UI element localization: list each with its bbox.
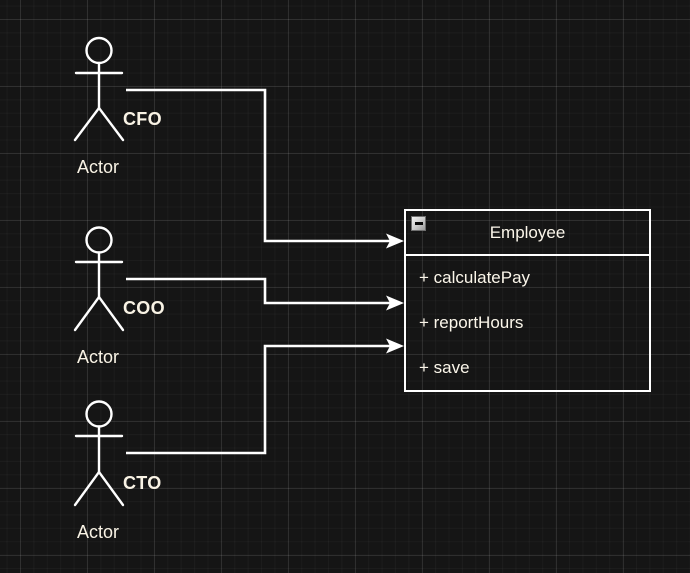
actor-head: [85, 36, 113, 65]
arrowhead-icon: [386, 338, 404, 354]
actor-legs: [73, 106, 125, 142]
connector-line: [126, 88, 390, 243]
class-title: Employee: [489, 222, 566, 242]
connector-line: [126, 344, 390, 455]
actor-figure-coo[interactable]: [73, 226, 125, 332]
collapse-button[interactable]: [411, 216, 426, 231]
actor-type-coo: Actor: [77, 347, 120, 367]
connector-coo-employee[interactable]: [126, 277, 404, 311]
arrowhead-icon: [386, 295, 404, 311]
connector-cto-employee[interactable]: [126, 338, 404, 455]
actor-legs: [73, 469, 125, 507]
actor-head: [85, 226, 113, 254]
method-row-reporthours[interactable]: + reportHours: [419, 313, 524, 332]
actor-name-cfo: CFO: [123, 109, 162, 129]
connector-line: [126, 277, 390, 305]
class-header: Employee: [406, 211, 649, 256]
actor-figure-cto[interactable]: [73, 400, 125, 507]
actor-name-coo: COO: [123, 298, 165, 318]
actor-name-cto: CTO: [123, 473, 162, 493]
actor-legs: [73, 294, 125, 332]
connector-cfo-employee[interactable]: [126, 88, 404, 249]
actor-head: [85, 400, 113, 428]
arrowhead-icon: [386, 233, 404, 249]
method-row-calculatepay[interactable]: + calculatePay: [419, 268, 531, 288]
actor-type-cfo: Actor: [77, 157, 120, 177]
actor-type-cto: Actor: [77, 522, 120, 542]
actor-figure-cfo[interactable]: [73, 36, 125, 142]
minus-icon: [414, 222, 423, 225]
method-row-save[interactable]: + save: [419, 357, 470, 377]
class-box-employee[interactable]: Employee + calculatePay + reportHours + …: [404, 209, 651, 392]
class-methods-list: + calculatePay + reportHours + save: [406, 256, 649, 390]
